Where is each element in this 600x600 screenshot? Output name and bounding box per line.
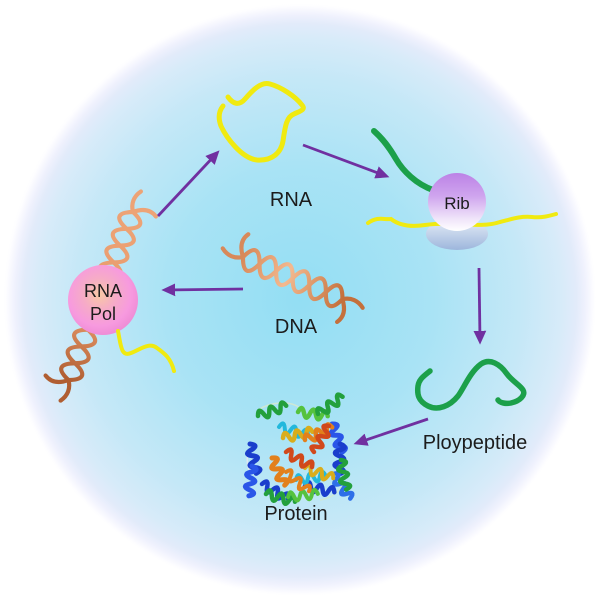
rna-label: RNA (270, 189, 313, 211)
dna-helix (220, 232, 365, 325)
nascent-rna-strand (116, 329, 176, 373)
nascent-polypeptide-strand (371, 128, 436, 193)
rna-to-ribosome-arrow (302, 143, 390, 179)
dna-label: DNA (275, 316, 318, 338)
cell-body (3, 3, 597, 597)
ribosome-to-polypeptide-arrow (473, 267, 487, 345)
protein-structure-image (244, 393, 354, 506)
rna-polymerase (68, 265, 138, 335)
ribosome-label: Rib (444, 194, 470, 213)
rna-pol-label-line1: RNA (84, 281, 122, 301)
polypeptide-strand (414, 358, 527, 411)
polypeptide-label: Ploypeptide (423, 432, 528, 454)
rna-pol-to-rna-arrow (156, 150, 220, 217)
polypeptide-to-protein-arrow (353, 417, 429, 446)
ribosome-sphere (428, 173, 486, 231)
rna-pol-label-line2: Pol (90, 304, 116, 324)
dna-to-rna-pol-arrow (161, 283, 244, 297)
rna-strand (216, 80, 306, 163)
protein-label: Protein (264, 503, 327, 525)
